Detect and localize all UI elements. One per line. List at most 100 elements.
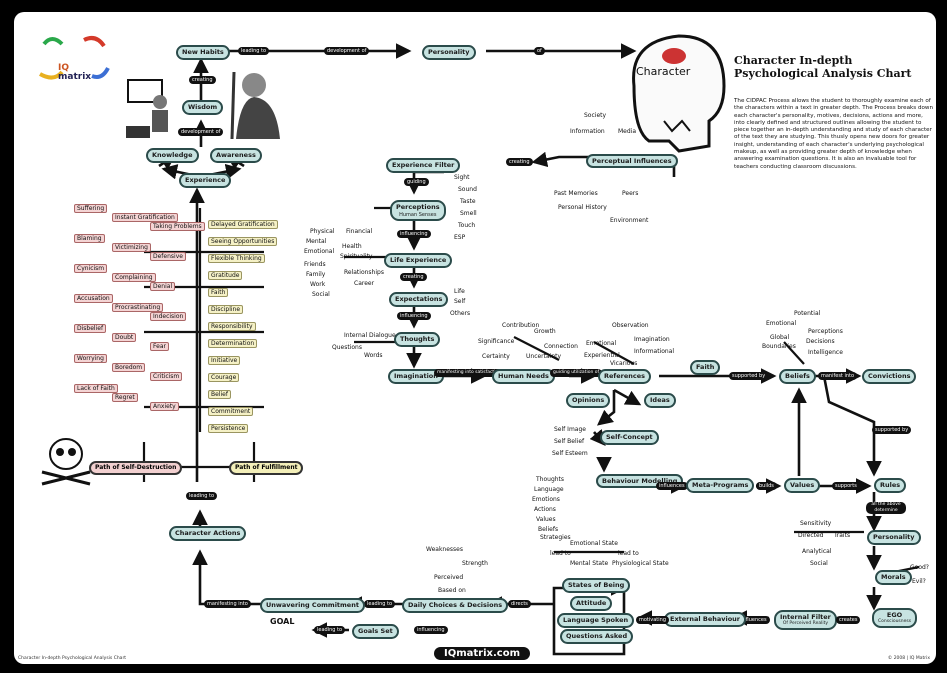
connector-leading-to-4: leading to <box>314 626 346 634</box>
node-knowledge[interactable]: Knowledge <box>146 148 199 163</box>
life-area-item: Social <box>312 291 330 298</box>
node-perceptual-influences[interactable]: Perceptual Influences <box>586 154 678 168</box>
node-morals[interactable]: Morals <box>875 570 912 585</box>
iq-matrix-logo <box>34 30 114 90</box>
node-internal-filter[interactable]: Internal Filter Of Perceived Reality <box>774 610 837 630</box>
need-item: Contribution <box>502 322 540 329</box>
modelling-item: Values <box>536 516 556 523</box>
self-destruction-trait: Complaining <box>112 273 156 282</box>
self-destruction-trait: Blaming <box>74 234 105 243</box>
node-new-habits[interactable]: New Habits <box>176 45 230 60</box>
node-language-spoken[interactable]: Language Spoken <box>557 613 635 628</box>
teacher-illustration <box>124 72 184 142</box>
influence-item: Peers <box>622 190 639 197</box>
node-external-behaviour[interactable]: External Behaviour <box>664 612 746 627</box>
node-ego[interactable]: EGO Consciousness <box>872 608 918 628</box>
node-experience[interactable]: Experience <box>179 173 232 188</box>
node-self-concept[interactable]: Self-Concept <box>600 430 659 445</box>
fulfillment-trait: Commitment <box>208 407 254 416</box>
node-beliefs[interactable]: Beliefs <box>779 369 816 384</box>
connector-supports: supports <box>832 482 860 490</box>
node-opinions[interactable]: Opinions <box>566 393 611 408</box>
personality-trait: Directed <box>798 532 824 539</box>
life-area-item: Health <box>342 243 362 250</box>
sense-item: Sight <box>454 174 470 181</box>
node-values[interactable]: Values <box>784 478 821 493</box>
connector-manifesting-into-2: manifesting into <box>204 600 251 608</box>
expect-items-label: Life <box>454 288 465 295</box>
self-destruction-trait: Anxiety <box>150 402 179 411</box>
life-area-item: Relationships <box>344 269 384 276</box>
fulfillment-trait: Delayed Gratification <box>208 220 278 229</box>
chart-description: The CIDPAC Process allows the student to… <box>734 98 934 170</box>
need-item: Uncertainty <box>526 353 562 360</box>
fulfillment-trait: Faith <box>208 288 229 297</box>
node-convictions[interactable]: Convictions <box>862 369 917 384</box>
node-wisdom[interactable]: Wisdom <box>182 100 224 115</box>
life-area-item: Spirituality <box>340 253 373 260</box>
node-attitude[interactable]: Attitude <box>570 596 613 611</box>
node-thoughts[interactable]: Thoughts <box>394 332 441 347</box>
node-faith[interactable]: Faith <box>690 360 721 375</box>
node-path-self-destruction[interactable]: Path of Self-Destruction <box>89 461 183 475</box>
connector-directs: directs <box>508 600 531 608</box>
modelling-item: Actions <box>534 506 556 513</box>
node-personality[interactable]: Personality <box>867 530 921 545</box>
connector-development-of: development of <box>324 47 370 55</box>
node-personality-top[interactable]: Personality <box>422 45 476 60</box>
brand-logo[interactable]: IQmatrix.com <box>434 647 530 660</box>
node-ideas[interactable]: Ideas <box>644 393 676 408</box>
node-rules[interactable]: Rules <box>874 478 907 493</box>
modelling-item: Language <box>534 486 564 493</box>
fulfillment-trait: Responsibility <box>208 322 256 331</box>
node-expectations[interactable]: Expectations <box>389 292 449 307</box>
character-action-items-label: Strength <box>462 560 488 567</box>
sense-item: Smell <box>460 210 477 217</box>
node-states-of-being[interactable]: States of Being <box>562 578 631 593</box>
sense-item: Touch <box>458 222 476 229</box>
thought-items-label: Questions <box>332 344 362 351</box>
node-unwavering-commitment[interactable]: Unwavering Commitment <box>260 598 365 613</box>
reference-item: Experiential <box>584 352 620 359</box>
node-references[interactable]: References <box>598 369 652 384</box>
sense-item: Sound <box>458 186 477 193</box>
connector-creating: creating <box>189 76 216 84</box>
node-awareness[interactable]: Awareness <box>210 148 262 163</box>
influence-item: Information <box>570 128 605 135</box>
node-goals-set[interactable]: Goals Set <box>352 624 399 639</box>
node-meta-programs[interactable]: Meta-Programs <box>686 478 755 493</box>
self-destruction-trait: Worrying <box>74 354 107 363</box>
need-item: Significance <box>478 338 515 345</box>
personality-trait: Analytical <box>802 548 832 555</box>
connector-supported-by: supported by <box>729 372 769 380</box>
node-life-experience[interactable]: Life Experience <box>384 253 453 268</box>
influence-item: Media <box>618 128 637 135</box>
character-action-items-label: Weaknesses <box>426 546 463 553</box>
personality-trait: Traits <box>834 532 851 539</box>
node-path-fulfillment[interactable]: Path of Fulfillment <box>229 461 304 475</box>
belief-item: Boundaries <box>762 343 796 350</box>
node-character-actions[interactable]: Character Actions <box>169 526 247 541</box>
need-item: Growth <box>534 328 556 335</box>
node-experience-filter[interactable]: Experience Filter <box>386 158 461 173</box>
expect-items-label: Others <box>450 310 471 317</box>
self-destruction-trait: Denial <box>150 282 176 291</box>
thought-items-label: Internal Dialogue <box>344 332 396 339</box>
states-items-label: lead to <box>550 550 571 557</box>
node-daily-choices[interactable]: Daily Choices & Decisions <box>402 598 509 613</box>
belief-item: Emotional <box>766 320 797 327</box>
node-human-needs[interactable]: Human Needs <box>492 369 555 384</box>
connector-influencing: influencing <box>397 230 431 238</box>
fulfillment-trait: Belief <box>208 390 231 399</box>
node-perceptions[interactable]: Perceptions Human Senses <box>390 200 446 221</box>
belief-item: Intelligence <box>808 349 843 356</box>
fulfillment-trait: Courage <box>208 373 240 382</box>
need-item: Connection <box>544 343 578 350</box>
connector-development-of-2: development of <box>178 128 224 136</box>
node-questions-asked[interactable]: Questions Asked <box>560 629 634 644</box>
modelling-item: Emotions <box>532 496 560 503</box>
states-items-label: Mental State <box>570 560 609 567</box>
self-destruction-trait: Criticism <box>150 372 183 381</box>
life-area-item: Work <box>310 281 326 288</box>
